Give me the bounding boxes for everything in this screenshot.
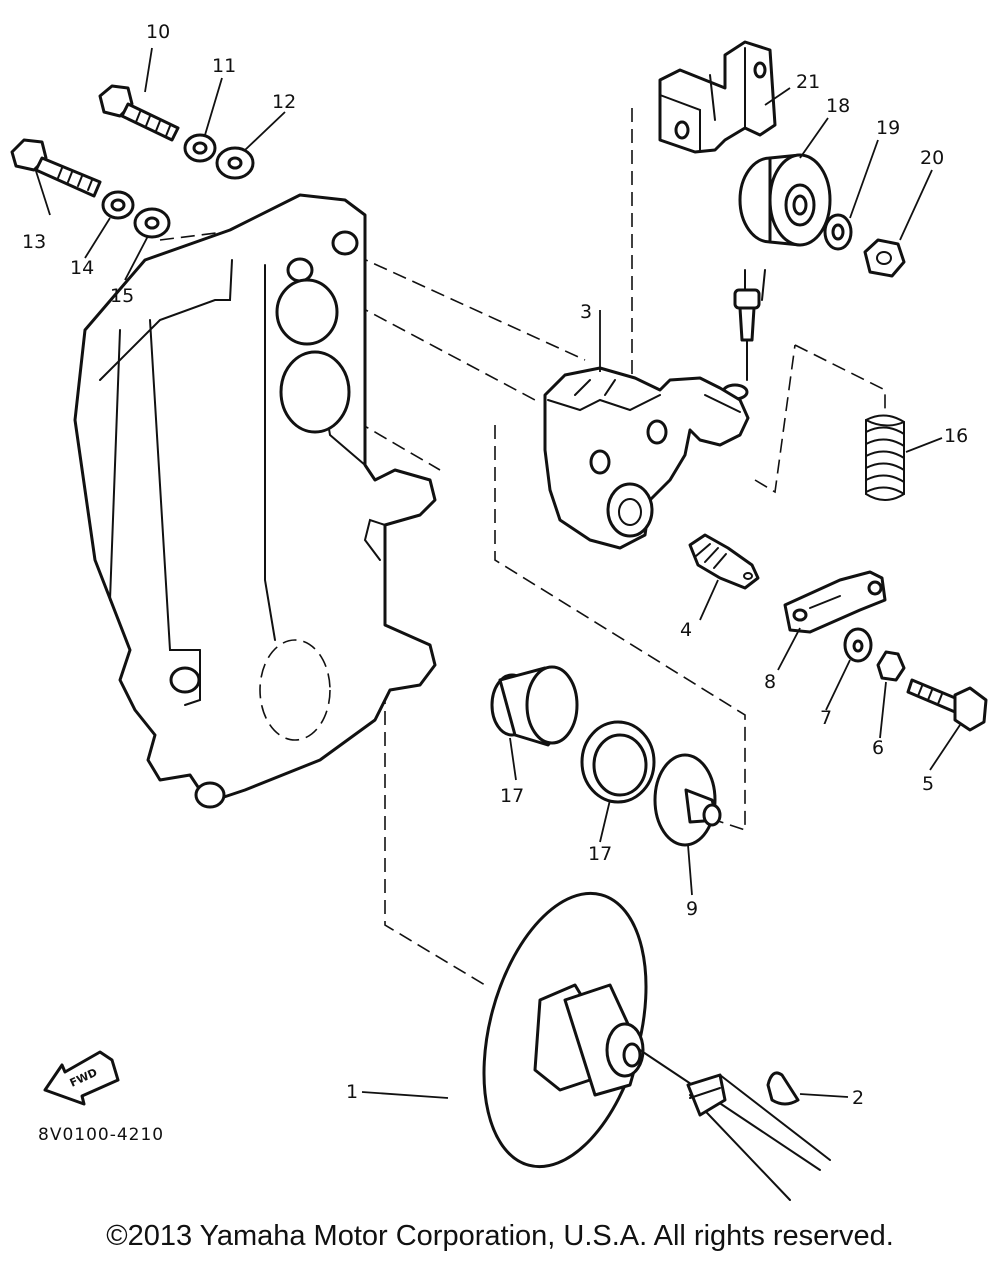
callout-1: 1 <box>346 1081 358 1103</box>
bolt-5 <box>906 678 988 732</box>
diagram-code: 8V0100-4210 <box>38 1125 164 1145</box>
callout-21: 21 <box>796 71 820 93</box>
callout-5: 5 <box>922 773 934 795</box>
callout-7: 7 <box>820 707 832 729</box>
callout-2: 2 <box>852 1087 864 1109</box>
leader-lines <box>34 47 961 1099</box>
bolt-13 <box>10 138 102 198</box>
callout-18: 18 <box>826 95 850 117</box>
bushing-17-lower <box>580 720 656 804</box>
callout-6: 6 <box>872 737 884 759</box>
callout-19: 19 <box>876 117 900 139</box>
sheave-1 <box>482 891 648 1169</box>
callout-8: 8 <box>764 671 776 693</box>
bracket-21 <box>658 40 777 154</box>
washer-7 <box>843 627 873 663</box>
copyright-notice: ©2013 Yamaha Motor Corporation, U.S.A. A… <box>106 1220 894 1252</box>
callout-11: 11 <box>212 55 236 77</box>
roller-18 <box>738 153 832 247</box>
spring-16 <box>865 414 905 501</box>
bolt-10 <box>98 84 180 142</box>
bushing-17-upper <box>490 665 579 747</box>
callout-12: 12 <box>272 91 296 113</box>
shaft <box>639 1049 831 1201</box>
cable-end <box>721 269 766 401</box>
washer-12 <box>215 146 255 180</box>
callout-13: 13 <box>22 231 46 253</box>
callout-4: 4 <box>680 619 692 641</box>
callout-20: 20 <box>920 147 944 169</box>
callout-16: 16 <box>944 425 968 447</box>
lock-washer-11 <box>183 133 217 163</box>
nut-6 <box>876 650 906 682</box>
cap-9 <box>653 753 722 847</box>
housing-bracket <box>73 193 437 809</box>
nut-20 <box>863 238 906 278</box>
callouts: 10 11 12 13 14 15 3 21 18 19 20 16 4 8 7… <box>22 21 968 1109</box>
screw-4 <box>688 533 760 590</box>
arm-3 <box>543 366 750 550</box>
callout-3: 3 <box>580 301 592 323</box>
callout-15: 15 <box>110 285 134 307</box>
lock-washer-14 <box>101 190 135 220</box>
plate-8 <box>783 570 887 634</box>
washer-19 <box>823 213 853 251</box>
fwd-arrow-icon: FWD <box>43 1050 120 1106</box>
callout-9: 9 <box>686 898 698 920</box>
callout-17-upper: 17 <box>500 785 524 807</box>
callout-14: 14 <box>70 257 94 279</box>
washer-15 <box>133 207 171 239</box>
callout-10: 10 <box>146 21 170 43</box>
key-2 <box>766 1071 800 1106</box>
callout-17-lower: 17 <box>588 843 612 865</box>
